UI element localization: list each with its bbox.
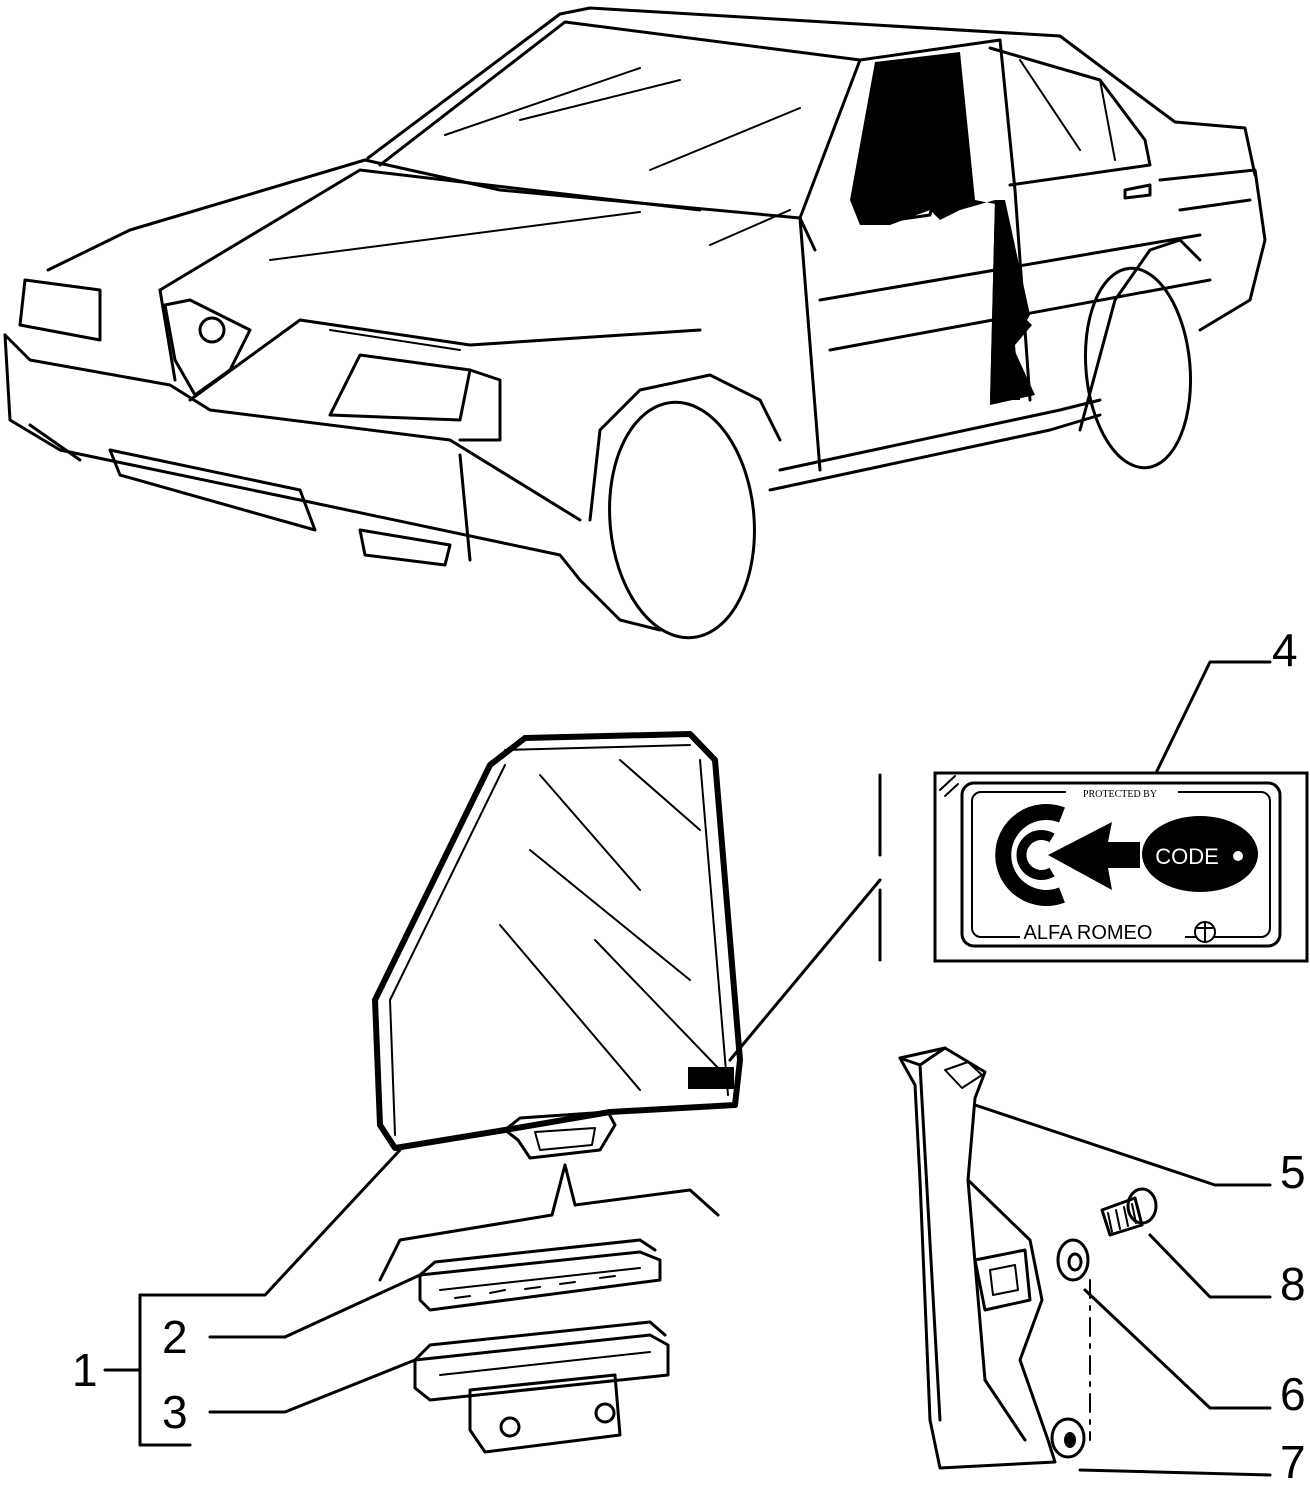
callout-7: 7 [1280, 1436, 1306, 1482]
door-glass [372, 731, 743, 1160]
washer [1056, 1238, 1090, 1282]
code-label: PROTECTED BY CODE ALFA ROMEO [933, 771, 1309, 963]
screw [1100, 1187, 1158, 1237]
protected-by-text: PROTECTED BY [1083, 789, 1157, 800]
brand-emblem-icon [1194, 921, 1216, 943]
callout-8: 8 [1280, 1258, 1306, 1310]
car-illustration [3, 6, 1267, 640]
code-text: CODE [1155, 844, 1219, 869]
pillar-trim [898, 1046, 1057, 1470]
clip-nut [1050, 1417, 1086, 1459]
callout-numbers: 1 2 3 4 5 6 7 8 [72, 624, 1306, 1487]
callout-2: 2 [162, 1311, 188, 1363]
code-logo-icon [995, 804, 1258, 906]
glass-channel-lower [413, 1320, 670, 1454]
callout-4: 4 [1272, 624, 1298, 676]
callout-6: 6 [1280, 1368, 1306, 1420]
callout-1: 1 [72, 1344, 98, 1396]
key-dot-icon [1233, 851, 1243, 861]
leader-lines [103, 660, 1272, 1477]
brand-text: ALFA ROMEO [1024, 922, 1153, 944]
callout-5: 5 [1280, 1146, 1306, 1198]
glass-channel-upper [418, 1238, 662, 1312]
callout-3: 3 [162, 1386, 188, 1438]
